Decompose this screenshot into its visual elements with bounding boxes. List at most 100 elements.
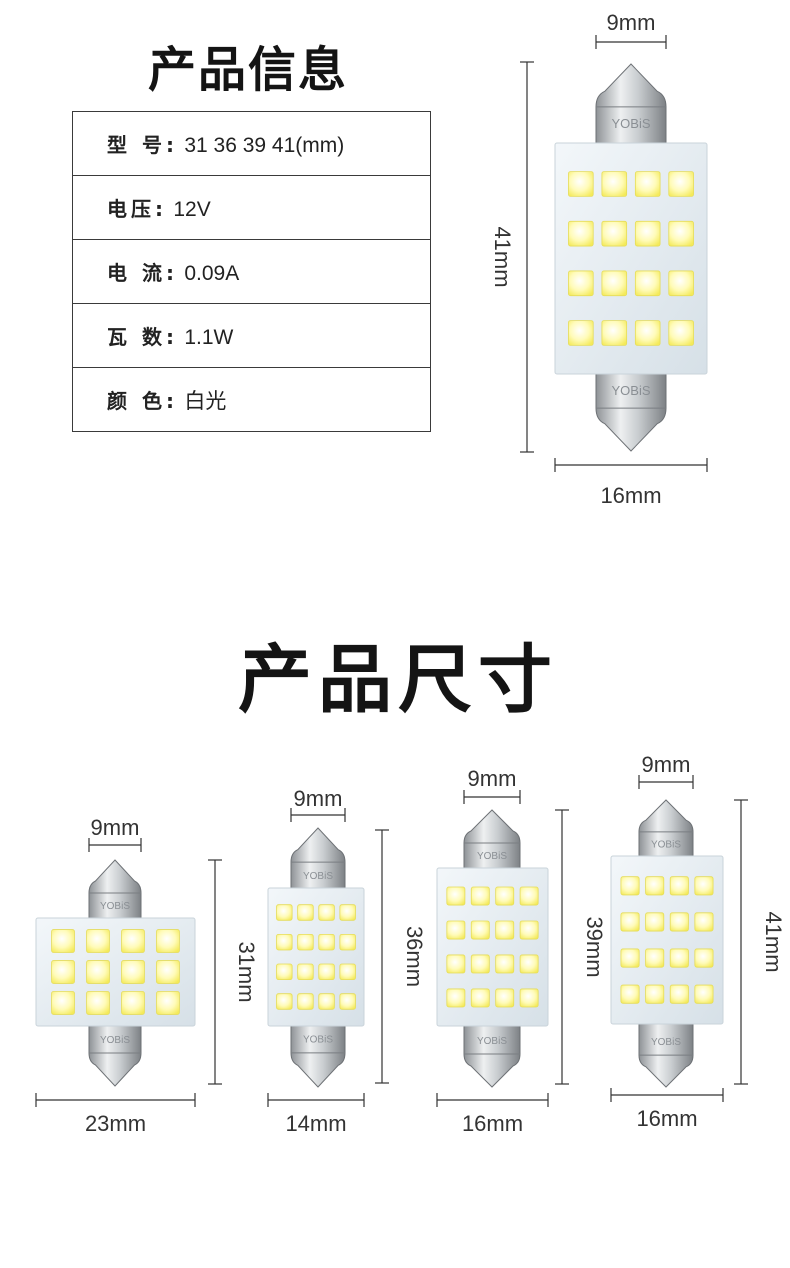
top-metal-cap	[88, 859, 142, 925]
led-chip	[634, 220, 661, 247]
dimension-label: 16mm	[600, 483, 661, 508]
dimension-label: 9mm	[91, 815, 140, 840]
led-chip	[86, 991, 110, 1015]
led-chip	[470, 920, 490, 940]
product-size-title: 产品尺寸	[238, 637, 558, 723]
led-chip	[121, 991, 145, 1015]
top-metal-cap	[638, 799, 694, 863]
led-chip	[156, 929, 180, 953]
led-chip	[276, 904, 293, 921]
led-chip	[568, 320, 594, 346]
bottom-metal-cap	[290, 1019, 346, 1088]
spec-value: 31 36 39 41(mm)	[184, 134, 345, 157]
led-chip	[668, 270, 694, 297]
led-chip	[470, 886, 490, 906]
led-chip	[601, 270, 628, 297]
led-chip	[645, 984, 665, 1004]
led-chip	[297, 904, 314, 921]
spec-table: 型 号: 31 36 39 41(mm) 电压: 12V 电 流: 0.09A …	[72, 111, 431, 432]
spec-label: 瓦 数:	[107, 325, 178, 349]
led-board	[436, 867, 549, 1027]
dimension-label: 36mm	[402, 926, 427, 987]
spec-label: 电 流:	[107, 261, 178, 285]
led-chip	[86, 929, 110, 953]
led-chip	[318, 904, 335, 921]
led-chip	[446, 954, 466, 974]
led-board	[554, 142, 708, 375]
led-chip	[339, 993, 356, 1010]
led-chip	[568, 270, 594, 297]
bottom-metal-cap	[595, 367, 667, 452]
led-chip	[446, 920, 466, 940]
spec-value: 0.09A	[184, 262, 240, 285]
led-chip	[694, 984, 714, 1004]
led-chip	[601, 171, 628, 197]
led-chip	[601, 320, 628, 346]
led-chip	[519, 886, 539, 906]
dimension-label: 39mm	[582, 916, 607, 977]
top-metal-cap	[463, 809, 521, 875]
led-chip	[51, 929, 75, 953]
led-chip	[668, 320, 694, 346]
spec-value: 12V	[173, 198, 211, 221]
spec-value: 1.1W	[184, 326, 234, 349]
led-chip	[446, 886, 466, 906]
spec-label: 电压:	[107, 197, 167, 221]
led-chip	[519, 988, 539, 1008]
led-chip	[51, 960, 75, 984]
led-chip	[568, 171, 594, 197]
led-chip	[694, 876, 714, 896]
dimension-label: 16mm	[462, 1111, 523, 1136]
dimension-label: 31mm	[234, 941, 259, 1002]
led-chip	[156, 960, 180, 984]
led-chip	[620, 912, 640, 932]
led-chip	[495, 988, 515, 1008]
spec-row-color: 颜 色: 白光	[72, 367, 431, 432]
spec-value: 白光	[184, 389, 227, 413]
led-board	[610, 855, 724, 1025]
led-chip	[645, 876, 665, 896]
spec-label: 型 号:	[107, 133, 178, 157]
led-board	[267, 887, 365, 1027]
led-chip	[669, 948, 689, 968]
led-chip	[669, 912, 689, 932]
brand-logo-top: YOBiS	[611, 116, 650, 131]
spec-row-wattage: 瓦 数: 1.1W	[72, 303, 431, 368]
brand-logo-bottom: YOBiS	[100, 1035, 130, 1046]
size-bulb-31mm: YOBiS YOBiS 9mm 31mm 23mm	[35, 815, 259, 1136]
led-chip	[645, 948, 665, 968]
led-chip	[318, 993, 335, 1010]
led-chip	[620, 948, 640, 968]
brand-logo-top: YOBiS	[651, 840, 681, 851]
led-chip	[694, 912, 714, 932]
top-metal-cap	[290, 827, 346, 895]
led-chip	[297, 933, 314, 951]
led-chip	[51, 991, 75, 1015]
brand-logo-top: YOBiS	[100, 901, 130, 912]
led-chip	[620, 876, 640, 896]
dimension-label: 9mm	[468, 766, 517, 791]
dimension-label: 16mm	[636, 1106, 697, 1131]
led-chip	[645, 912, 665, 932]
led-chip	[276, 963, 293, 981]
brand-logo-bottom: YOBiS	[303, 1034, 333, 1045]
led-chip	[601, 220, 628, 247]
brand-logo-bottom: YOBiS	[477, 1036, 507, 1047]
dimension-label: 23mm	[85, 1111, 146, 1136]
led-board	[35, 917, 196, 1027]
led-chip	[669, 876, 689, 896]
spec-row-model: 型 号: 31 36 39 41(mm)	[72, 111, 431, 176]
led-chip	[620, 984, 640, 1004]
led-chip	[156, 991, 180, 1015]
spec-label: 颜 色:	[107, 388, 178, 413]
led-chip	[339, 963, 356, 981]
led-chip	[568, 220, 594, 247]
bottom-metal-cap	[638, 1017, 694, 1088]
brand-logo-bottom: YOBiS	[651, 1037, 681, 1048]
dimension-label: 41mm	[490, 226, 515, 287]
